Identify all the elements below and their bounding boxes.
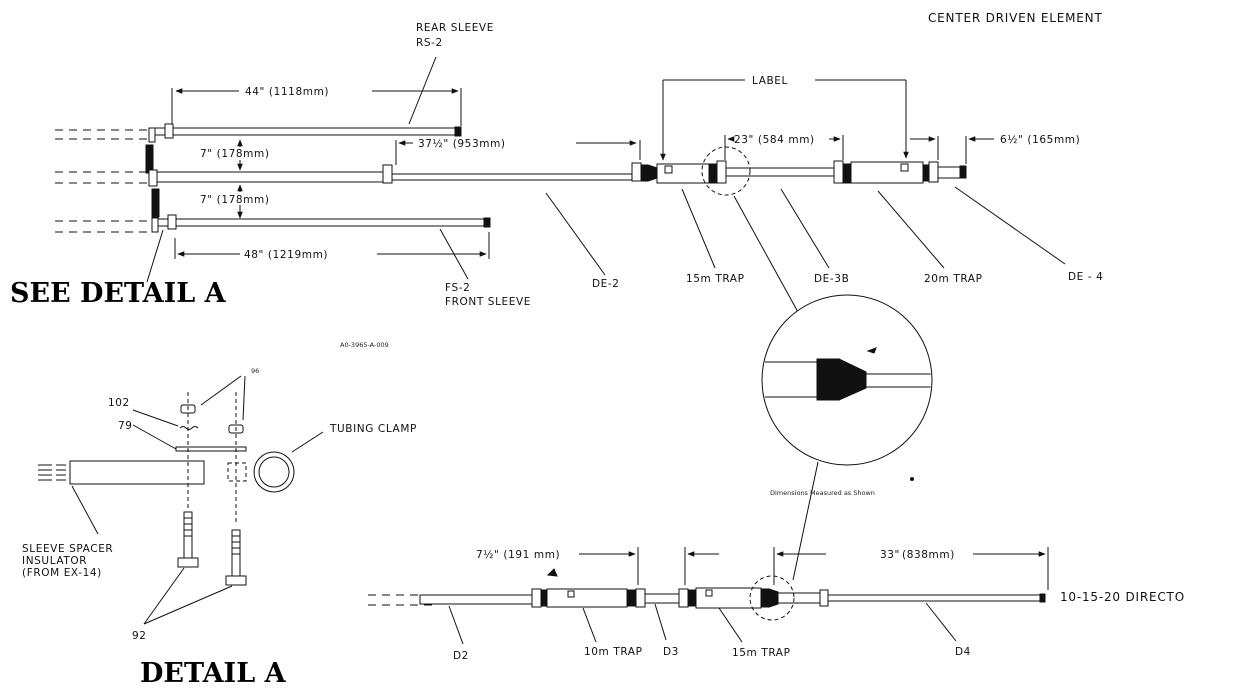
- part-96-label: 96: [251, 367, 259, 375]
- detail-a: A0-3965-A-009: [22, 341, 417, 689]
- trap-15m-director-label: 15m TRAP: [732, 647, 791, 659]
- director-title: 10-15-20 DIRECTO: [1060, 590, 1185, 604]
- rear-sleeve-label: REAR SLEEVE: [416, 22, 494, 34]
- fs2-label: FS-2: [445, 282, 470, 294]
- sleeve-spacer-insulator: [69, 460, 205, 485]
- director-d3: [644, 593, 680, 604]
- dim-7-lower-label: 7" (178mm): [200, 194, 270, 206]
- director-d4: [827, 594, 1045, 602]
- de3b-label: DE-3B: [814, 273, 849, 285]
- dim-6-label: 6½" (165mm): [1000, 134, 1080, 146]
- dim-33-label: 33": [880, 549, 900, 561]
- rs2-label: RS-2: [416, 37, 443, 49]
- front-sleeve-label: FRONT SLEEVE: [445, 296, 531, 308]
- element-de2: [391, 173, 633, 181]
- rear-sleeve-tube: [154, 127, 458, 136]
- dim-7-5-label: 7½" (191 mm): [476, 549, 560, 561]
- dim-7-upper-label: 7" (178mm): [200, 148, 270, 160]
- trap-15m-label: 15m TRAP: [686, 273, 745, 285]
- part-92-label: 92: [132, 630, 147, 642]
- lock-washer-102: [179, 426, 199, 430]
- spacer-label-2: INSULATOR: [22, 555, 87, 567]
- label-callout: LABEL: [752, 75, 788, 87]
- dim-37-label: 37½" (953mm): [418, 138, 506, 150]
- part-102-label: 102: [108, 397, 130, 409]
- front-sleeve-tube: [157, 218, 487, 227]
- director-assembly: 7½" (191 mm) 33" (838mm) 10-15-20 DIRECT…: [368, 547, 1185, 662]
- d4-label: D4: [955, 646, 971, 658]
- driven-element-de1: [156, 171, 388, 183]
- see-detail-label: SEE DETAIL A: [10, 278, 227, 309]
- de4-label: DE - 4: [1068, 271, 1103, 283]
- dim-23-label: 23" (584 mm): [734, 134, 815, 146]
- boom-spacer: [145, 144, 154, 174]
- d2-label: D2: [453, 650, 469, 662]
- de2-label: DE-2: [592, 278, 620, 290]
- trap-20m-label: 20m TRAP: [924, 273, 983, 285]
- drawing-number: A0-3965-A-009: [340, 341, 389, 349]
- dimensions-note: Dimensions Measured as Shown: [770, 489, 875, 497]
- trap-10m-director: [546, 588, 628, 608]
- detail-a-label: DETAIL A: [140, 658, 287, 689]
- d3-label: D3: [663, 646, 679, 658]
- dim-838-label: (838mm): [902, 549, 955, 561]
- dim-44-label: 44" (1118mm): [245, 86, 329, 98]
- enlarged-detail: Dimensions Measured as Shown: [761, 294, 933, 581]
- drawing-title: CENTER DRIVEN ELEMENT: [928, 11, 1103, 25]
- spacer-label-1: SLEEVE SPACER: [22, 543, 113, 555]
- director-d2: [419, 594, 533, 605]
- spacer-label-3: (FROM EX-14): [22, 567, 102, 579]
- trap-20m: [850, 161, 924, 184]
- director-d4-inner: [777, 592, 821, 604]
- dim-48-label: 48" (1219mm): [244, 249, 328, 261]
- trap-10m-label: 10m TRAP: [584, 646, 643, 658]
- element-de3b: [725, 167, 835, 177]
- center-driven-element-assembly: REAR SLEEVE RS-2 44" (1118mm) LABEL 7" (…: [10, 22, 1103, 324]
- tubing-clamp-label: TUBING CLAMP: [329, 423, 417, 435]
- part-79-label: 79: [118, 420, 133, 432]
